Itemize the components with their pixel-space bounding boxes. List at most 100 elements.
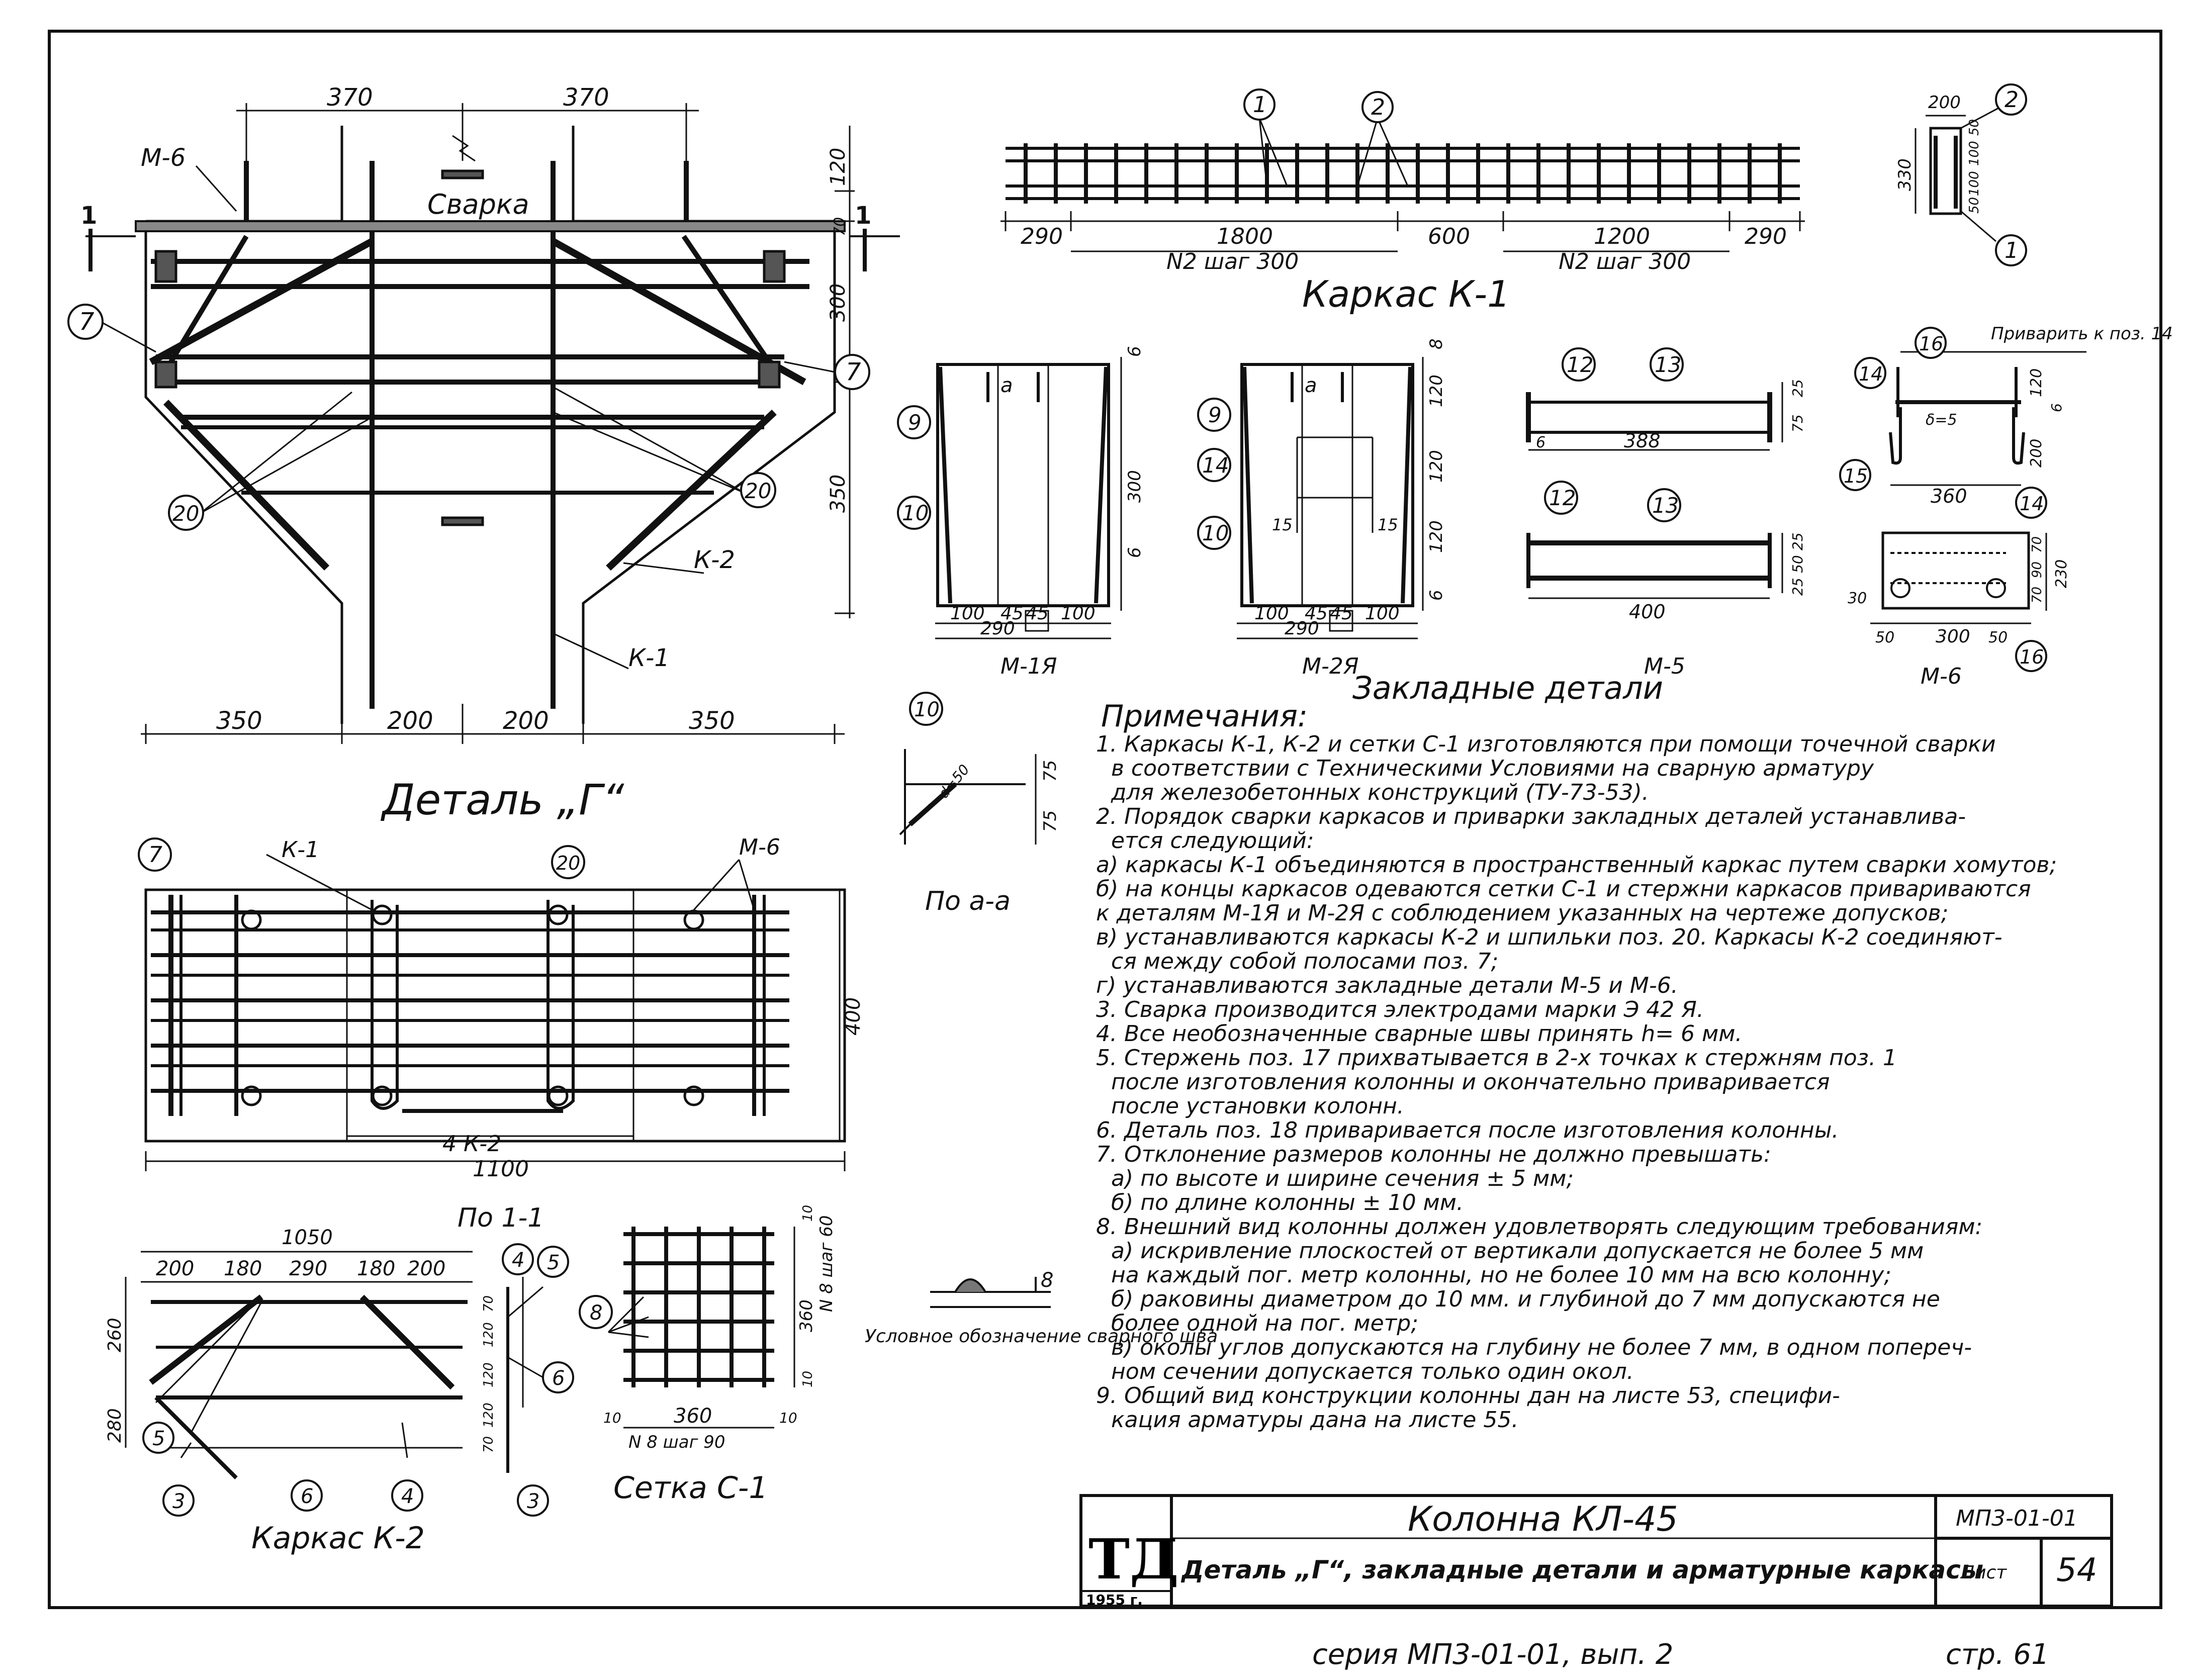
notes-line: а) искривление плоскостей от вертикали д… bbox=[1111, 1238, 1924, 1264]
m2ya-dim-r120c: 120 bbox=[1426, 520, 1446, 553]
m2ya-dim-r120a: 120 bbox=[1426, 375, 1446, 407]
k2-dim-left-260: 260 bbox=[105, 1318, 125, 1352]
m6-dim-300: 300 bbox=[1936, 626, 1970, 647]
m2ya-dim-r8: 8 bbox=[1426, 338, 1446, 349]
m2ya-side-15a: 15 bbox=[1272, 515, 1293, 534]
weld-symbol bbox=[930, 1277, 1051, 1308]
notes-line: а) каркасы К-1 объединяются в пространст… bbox=[1096, 852, 2057, 878]
karkas-k1 bbox=[1000, 107, 1999, 252]
m6-callout-16b: 16 bbox=[2020, 646, 2044, 668]
m5-dim-r25b: 25 bbox=[1789, 532, 1806, 550]
k2-callout-3a: 3 bbox=[172, 1490, 185, 1513]
m1ya-cut-a: a bbox=[1000, 374, 1013, 397]
callout-20a: 20 bbox=[172, 501, 199, 526]
k1-sec-dim-330: 330 bbox=[1895, 158, 1915, 191]
title-block bbox=[1079, 1494, 2113, 1608]
m1ya-callout-9: 9 bbox=[908, 410, 922, 435]
m5-dim-r50: 50 bbox=[1789, 555, 1806, 573]
karkas-k2-title: Каркас К-2 bbox=[251, 1521, 425, 1556]
m2ya-callout-14: 14 bbox=[1202, 453, 1229, 478]
k1-dim-290a: 290 bbox=[1021, 224, 1063, 249]
dim-top-370a: 370 bbox=[327, 83, 373, 112]
k1-sec-dim-50b: 50 bbox=[1967, 197, 1982, 214]
dim-bot-350b: 350 bbox=[689, 707, 735, 735]
notes-line: 4. Все необозначенные сварные швы принят… bbox=[1096, 1021, 1742, 1047]
setka-dim-r10b: 10 bbox=[800, 1371, 815, 1387]
setka-callout-8: 8 bbox=[590, 1301, 602, 1325]
notes-line: ся между собой полосами поз. 7; bbox=[1111, 949, 1498, 974]
dim-bot-350a: 350 bbox=[216, 707, 262, 735]
m6-dim-r70a: 70 bbox=[2030, 536, 2045, 553]
notes-line: в соответствии с Техническими Условиями … bbox=[1111, 756, 1874, 781]
k2-callout-5b: 5 bbox=[547, 1251, 560, 1274]
notes-line: 3. Сварка производится электродами марки… bbox=[1096, 997, 1704, 1022]
notes-line: ется следующий: bbox=[1111, 828, 1314, 854]
notes-line: г) устанавливаются закладные детали М-5 … bbox=[1096, 973, 1678, 998]
k2-callout-6b: 6 bbox=[552, 1367, 565, 1390]
m2ya-dim-100a: 100 bbox=[1254, 603, 1289, 624]
m2ya-dim-r120b: 120 bbox=[1426, 450, 1446, 483]
m1ya-dim-45a: 45 bbox=[1000, 603, 1024, 624]
k2-dim-r120b: 120 bbox=[481, 1362, 496, 1387]
notes-line: 8. Внешний вид колонны должен удовлетвор… bbox=[1096, 1214, 1982, 1240]
notes-line: кация арматуры дана на листе 55. bbox=[1111, 1407, 1518, 1433]
m6-dim-r6: 6 bbox=[2048, 403, 2065, 412]
m1ya-dim-r300: 300 bbox=[1125, 470, 1145, 503]
notes-line: б) на концы каркасов одеваются сетки С-1… bbox=[1096, 876, 2031, 902]
k2-callout-4a: 4 bbox=[401, 1485, 414, 1508]
m6-name: М-6 bbox=[1921, 664, 1962, 689]
m5-dim-r25a: 25 bbox=[1789, 379, 1806, 397]
notes-line: 9. Общий вид конструкции колонны дан на … bbox=[1096, 1383, 1840, 1409]
detail-g-title: Деталь „Г“ bbox=[380, 775, 624, 824]
m1ya-name: М-1Я bbox=[1000, 654, 1057, 679]
k2-callout-6a: 6 bbox=[301, 1485, 313, 1508]
m1ya-dim-100b: 100 bbox=[1061, 603, 1096, 624]
po-1-1-callout-7: 7 bbox=[148, 842, 162, 868]
notes-line: в) устанавливаются каркасы К-2 и шпильки… bbox=[1096, 924, 2002, 950]
m1ya-dim-290: 290 bbox=[980, 618, 1015, 639]
po-a-a-dim-75b: 75 bbox=[1040, 810, 1060, 832]
m1ya-callout-10: 10 bbox=[902, 501, 929, 525]
title-subtitle: Деталь „Г“, закладные детали и арматурны… bbox=[1180, 1555, 1983, 1584]
weld-caption: Условное обозначение сварного шва bbox=[865, 1326, 1218, 1347]
m5-name: М-5 bbox=[1644, 654, 1685, 679]
po-1-1 bbox=[144, 854, 846, 1171]
po-1-1-dim-1100: 1100 bbox=[473, 1156, 529, 1182]
m2ya-name: М-2Я bbox=[1302, 654, 1358, 679]
detail-g-callouts bbox=[67, 304, 870, 531]
embedded-callouts bbox=[897, 327, 2047, 672]
notes-line: 7. Отклонение размеров колонны не должно… bbox=[1096, 1142, 1771, 1167]
notes-line: в) околы углов допускаются на глубину не… bbox=[1111, 1335, 1972, 1360]
po-1-1-label-k1: К-1 bbox=[282, 837, 319, 863]
k2-dim-r120a: 120 bbox=[481, 1322, 496, 1347]
po-1-1-dim-4k2: 4 К-2 bbox=[442, 1131, 501, 1157]
k2-callout-3b: 3 bbox=[527, 1490, 539, 1513]
m6-dim-r70b: 70 bbox=[2030, 587, 2045, 603]
k1-callouts bbox=[1243, 83, 2027, 266]
notes-line: 6. Деталь поз. 18 приваривается после из… bbox=[1096, 1117, 1839, 1143]
k2-dim-r120c: 120 bbox=[481, 1403, 496, 1428]
k2-dim-290: 290 bbox=[289, 1257, 327, 1280]
k2-dim-180a: 180 bbox=[224, 1257, 262, 1280]
k1-sec-dim-100b: 100 bbox=[1967, 171, 1982, 196]
title-sheet-number: 54 bbox=[2056, 1552, 2097, 1589]
dim-bot-200a: 200 bbox=[387, 707, 433, 735]
notes-line: после установки колонн. bbox=[1111, 1093, 1404, 1119]
m5-callout-13b: 13 bbox=[1652, 493, 1679, 518]
m2ya-dim-45a: 45 bbox=[1305, 603, 1328, 624]
po-a-a bbox=[899, 749, 1037, 845]
notes-line: 2. Порядок сварки каркасов и приварки за… bbox=[1096, 804, 1966, 829]
k2-dim-180b: 180 bbox=[357, 1257, 395, 1280]
po-a-a-title: По а-а bbox=[925, 886, 1011, 916]
callout-7a: 7 bbox=[79, 308, 95, 336]
setka-step-n8-90: N 8 шаг 90 bbox=[628, 1432, 725, 1452]
po-1-1-rings bbox=[241, 904, 704, 1106]
m2ya-dim-290: 290 bbox=[1285, 618, 1319, 639]
po-1-1-label-m6: М-6 bbox=[739, 834, 780, 860]
m6-dim-r120: 120 bbox=[2028, 368, 2045, 397]
label-k1: К-1 bbox=[628, 644, 670, 672]
k1-sec-dim-100a: 100 bbox=[1967, 141, 1982, 166]
k1-sec-callout-2: 2 bbox=[2005, 87, 2019, 113]
m6-dim-50a: 50 bbox=[1875, 629, 1894, 646]
k1-callout-1: 1 bbox=[1253, 92, 1267, 118]
